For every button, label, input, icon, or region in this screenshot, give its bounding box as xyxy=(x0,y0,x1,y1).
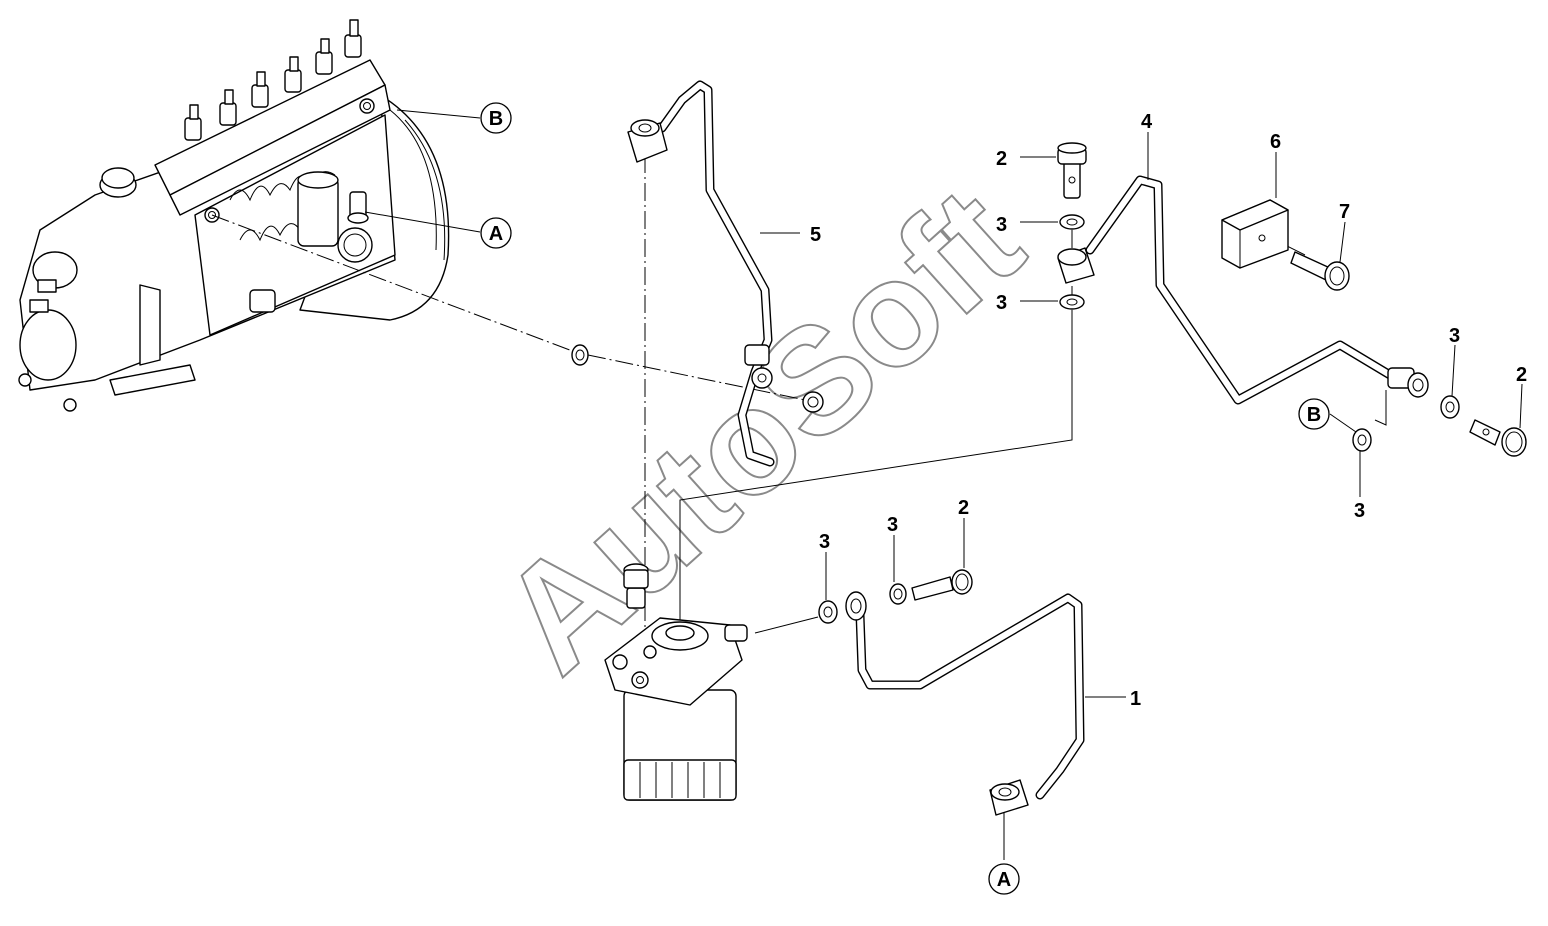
washer-mid xyxy=(1059,294,1085,310)
washer-right xyxy=(1440,395,1460,419)
clamp-bolt xyxy=(1290,251,1350,291)
callout-3-e: 3 xyxy=(819,531,830,553)
injection-pump xyxy=(18,19,450,412)
ref-b-pipe: B xyxy=(1298,398,1330,430)
washer-filter-right xyxy=(889,583,907,605)
banjo-bolt-right xyxy=(1469,419,1527,457)
ref-a-pipe-label: A xyxy=(997,869,1011,891)
fuel-pipe-4 xyxy=(1057,175,1429,405)
callout-4: 4 xyxy=(1141,111,1153,133)
callout-6: 6 xyxy=(1270,131,1281,153)
watermark-text: AutoSoft xyxy=(469,155,1052,703)
banjo-bolt-top xyxy=(1057,142,1087,199)
fuel-pipe-5 xyxy=(627,80,824,467)
ref-b-pipe-label: B xyxy=(1307,404,1321,426)
fuel-pipe-1 xyxy=(845,591,1085,860)
callout-3-d: 3 xyxy=(1354,500,1365,522)
callout-7: 7 xyxy=(1339,201,1350,223)
washer-b xyxy=(1352,428,1372,452)
callout-3-f: 3 xyxy=(887,514,898,536)
ref-a-pipe: A xyxy=(988,863,1020,895)
pump-inlet-axis xyxy=(211,214,576,353)
ref-a-pump: A xyxy=(480,217,512,249)
callout-1: 1 xyxy=(1130,688,1141,710)
callout-3-a: 3 xyxy=(996,214,1007,236)
washer-pump-inlet xyxy=(571,344,589,366)
callout-leaders xyxy=(364,109,1523,698)
washer-top xyxy=(1059,214,1085,230)
pipe-clamp-bracket xyxy=(1221,199,1289,269)
callout-labels: 1 2 2 2 3 3 3 3 3 3 4 5 6 7 xyxy=(810,111,1527,710)
washer-filter-left xyxy=(818,600,838,624)
callout-3-b: 3 xyxy=(996,292,1007,314)
banjo-bolt-filter xyxy=(911,569,973,601)
ref-a-pump-label: A xyxy=(489,223,503,245)
ref-b-pump-label: B xyxy=(489,108,503,130)
callout-2-mid: 2 xyxy=(958,497,969,519)
fuel-filter xyxy=(604,563,819,801)
callout-3-c: 3 xyxy=(1449,325,1460,347)
ref-b-pump: B xyxy=(480,102,512,134)
callout-5: 5 xyxy=(810,224,821,246)
pipe5-axis xyxy=(587,354,816,403)
callout-2-top: 2 xyxy=(996,148,1007,170)
callout-2-right: 2 xyxy=(1516,364,1527,386)
return-axis xyxy=(679,310,1073,640)
